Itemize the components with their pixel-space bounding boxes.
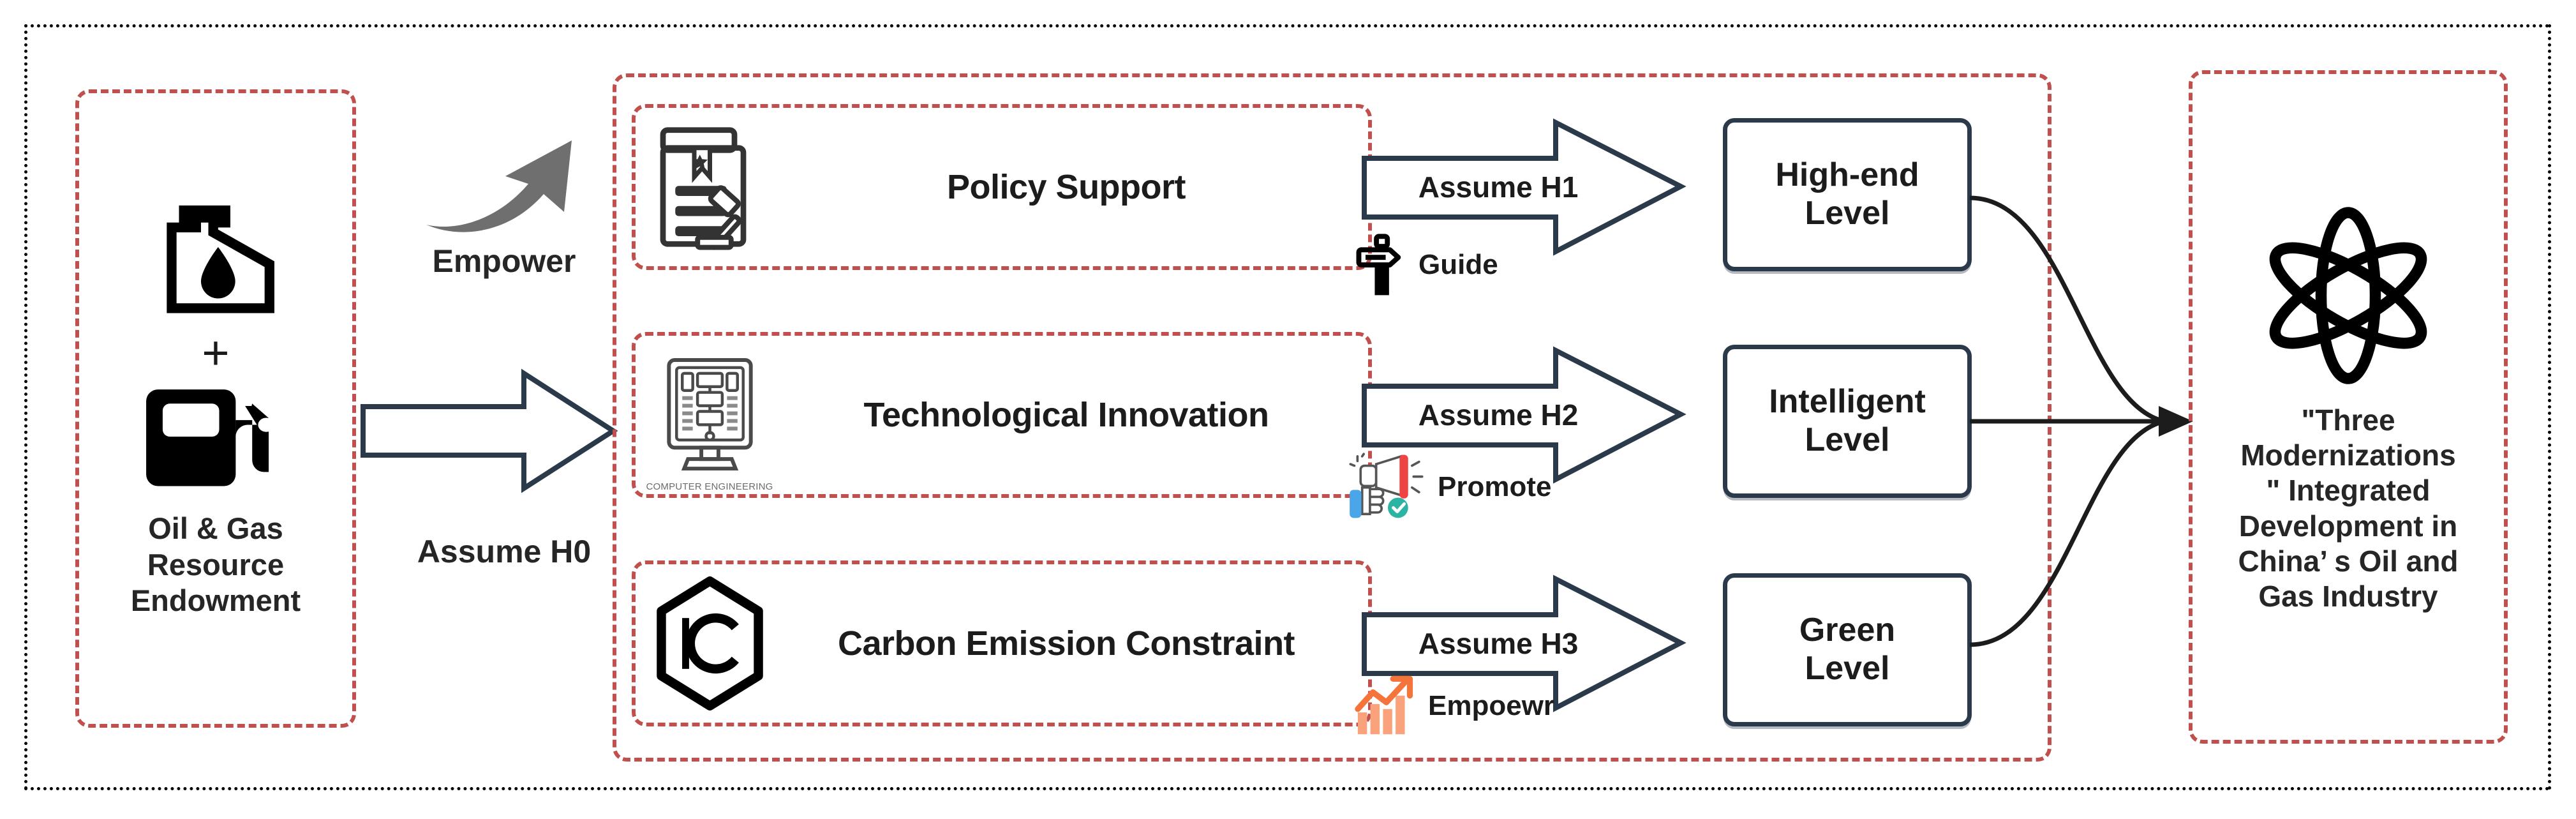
endowment-label-line: Resource (147, 547, 285, 582)
promote-label: Promote (1438, 470, 1552, 502)
atom-icon (2269, 207, 2427, 384)
empower-sub-label: Empoewr (1428, 689, 1555, 721)
icon-caption: COMPUTER ENGINEERING (646, 481, 773, 492)
outcome-panel[interactable] (2189, 70, 2508, 744)
outcome-label-line: Modernizations (2240, 439, 2456, 472)
growth-chart-icon (1355, 675, 1413, 735)
promote-row: Promote (1349, 453, 1552, 520)
factor-content-technological-innovation: COMPUTER ENGINEERING Technological Innov… (632, 332, 1372, 498)
outcome-content: "Three Modernizations " Integrated Devel… (2189, 70, 2508, 744)
endowment-panel[interactable] (75, 89, 356, 728)
level-label-line: Level (1805, 421, 1890, 458)
factor-title-technological-innovation: Technological Innovation (863, 396, 1269, 434)
level-label-line: Intelligent (1769, 383, 1926, 421)
factor-content-policy-support: Policy Support (632, 104, 1372, 270)
outcome-label-line: China’ s Oil and (2238, 544, 2459, 578)
guide-row: Guide (1356, 233, 1498, 297)
level-box-high-end[interactable]: High-end Level (1723, 118, 1972, 271)
guide-label: Guide (1418, 249, 1498, 280)
gas-pump-icon (139, 379, 292, 494)
plus-symbol: + (202, 326, 230, 380)
outcome-label-line: Development in (2238, 509, 2458, 543)
endowment-label-line: Oil & Gas (148, 511, 283, 546)
factor-content-carbon-emission-constraint: Carbon Emission Constraint (632, 560, 1372, 726)
empower-label: Empower (432, 243, 576, 279)
level-label-line: Level (1805, 195, 1890, 232)
level-box-intelligent[interactable]: Intelligent Level (1723, 345, 1972, 498)
factor-title-policy-support: Policy Support (946, 168, 1186, 206)
policy-document-gavel-icon (646, 114, 773, 260)
endowment-content: + Oil & Gas Resource Endowment (75, 89, 356, 728)
level-label-line: Green (1799, 612, 1896, 649)
outcome-label-line: " Integrated (2266, 474, 2431, 507)
level-label-line: Level (1805, 650, 1890, 687)
outcome-label: "Three Modernizations " Integrated Devel… (2238, 403, 2458, 614)
level-box-green[interactable]: Green Level (1723, 573, 1972, 726)
assume-h0-label: Assume H0 (417, 534, 592, 569)
endowment-label-line: Endowment (130, 583, 301, 618)
oil-can-icon (142, 198, 289, 326)
factor-title-carbon-emission-constraint: Carbon Emission Constraint (837, 624, 1295, 663)
outer-frame (24, 24, 2551, 790)
signpost-icon (1356, 234, 1401, 296)
endowment-label: Oil & Gas Resource Endowment (131, 511, 301, 619)
outcome-label-line: "Three (2301, 403, 2395, 437)
megaphone-icon (1349, 453, 1424, 518)
level-label-line: High-end (1775, 156, 1919, 194)
computer-server-icon: COMPUTER ENGINEERING (646, 342, 773, 492)
carbon-hexagon-icon (646, 570, 773, 717)
empower-row: Empoewr (1353, 675, 1554, 736)
outcome-label-line: Gas Industry (2258, 579, 2438, 613)
